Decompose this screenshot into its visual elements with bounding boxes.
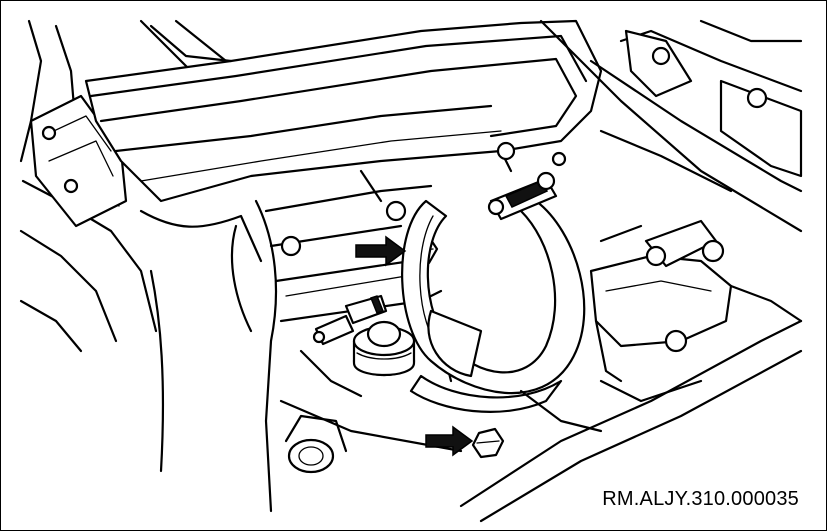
arrow-lower <box>425 425 474 457</box>
engine-mount-boss <box>284 309 483 474</box>
hose-clamp-upper <box>487 171 558 221</box>
figure-reference-code: RM.ALJY.310.000035 <box>599 487 802 512</box>
lower-frame-rail <box>459 319 803 523</box>
coolant-hose <box>401 199 586 414</box>
air-cleaner-housing <box>84 19 603 203</box>
bolt-lower <box>471 427 505 459</box>
intake-tube <box>139 199 278 513</box>
arrow-upper <box>355 235 407 267</box>
small-hose-clamp <box>312 294 388 346</box>
oil-filler-cap <box>352 320 416 377</box>
right-body-panels <box>539 19 803 233</box>
linkage-mount <box>589 219 803 383</box>
